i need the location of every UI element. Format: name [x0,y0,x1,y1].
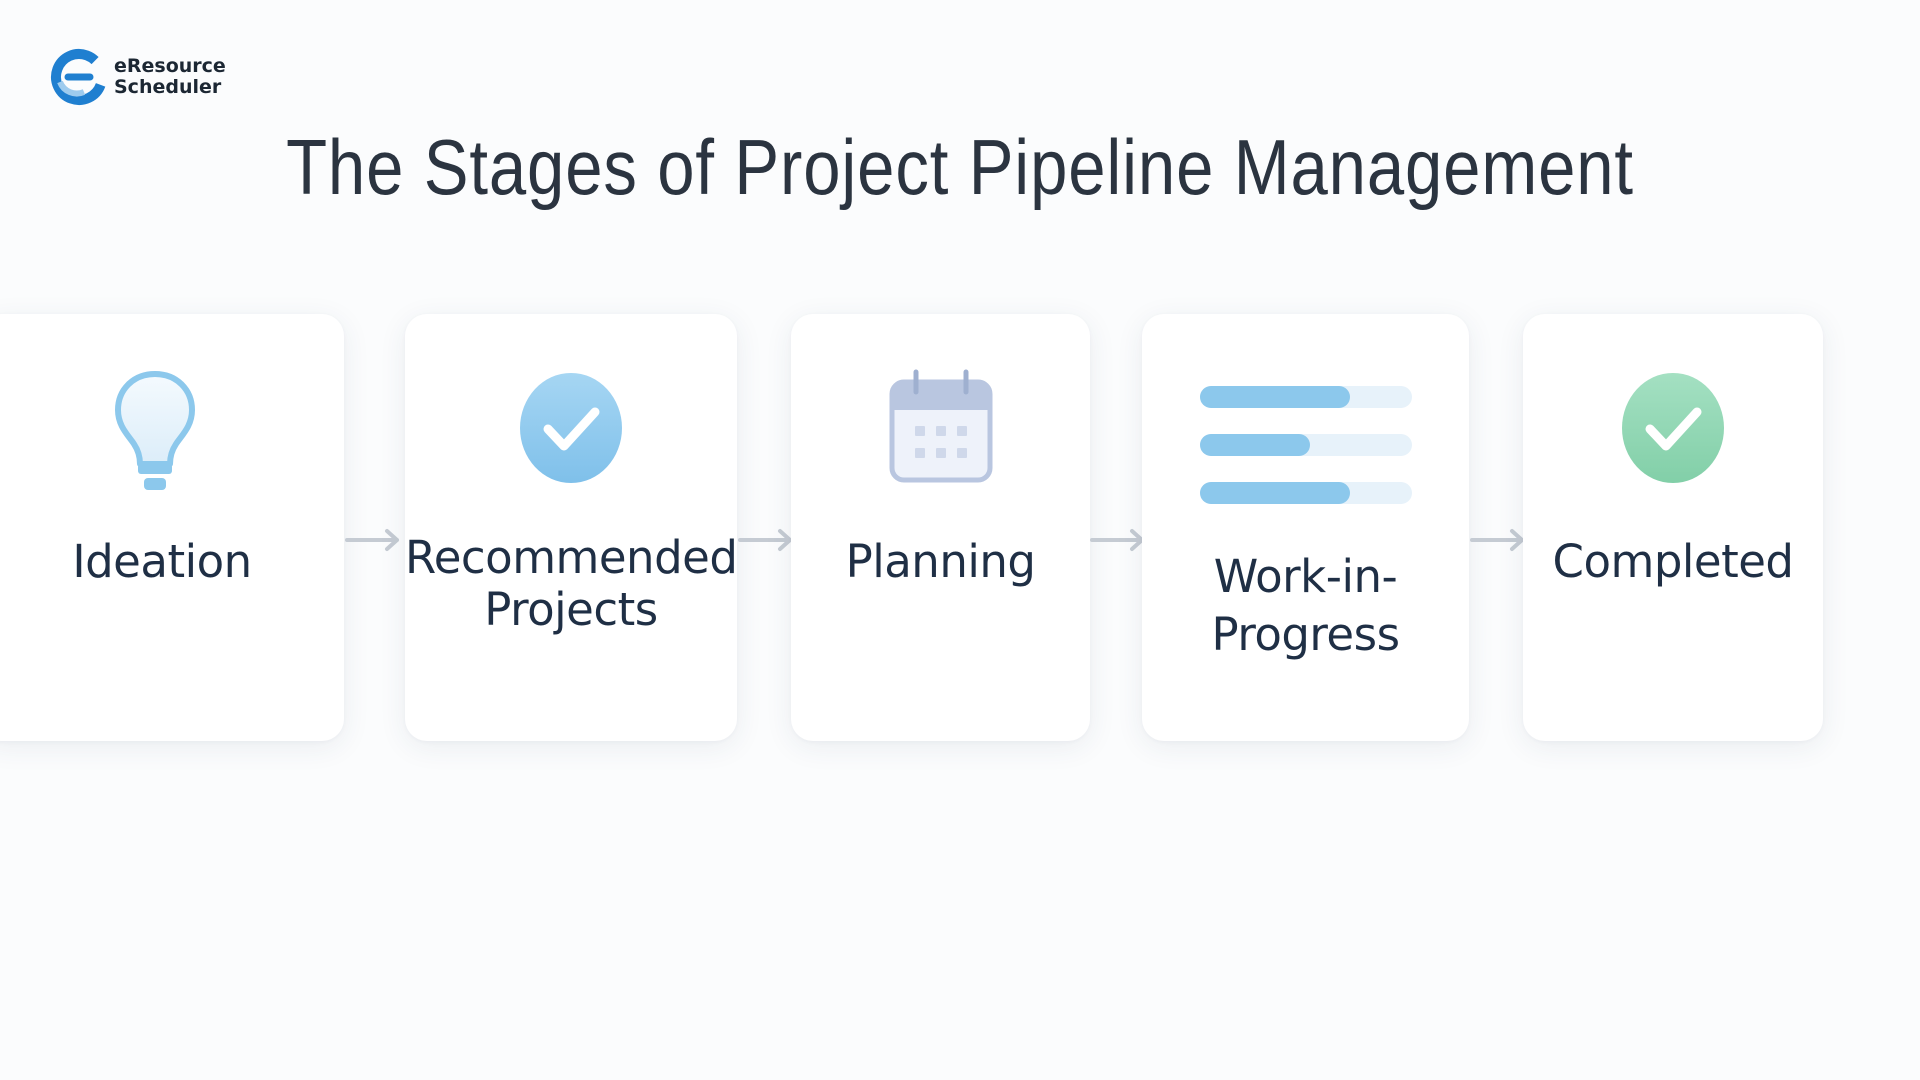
stage-label-recommended: Recommended [405,531,738,584]
eresource-logo-icon [51,49,107,105]
stage-label-completed: Completed [1552,535,1794,588]
arrow-right-icon [1470,529,1524,551]
brand-logo: eResource Scheduler [50,48,226,106]
stage-card-recommended-projects: Recommended Projects [405,314,738,741]
stage-label-ideation: Ideation [72,535,252,588]
progress-bar-fill [1199,482,1351,504]
progress-bar-fill [1199,434,1310,456]
brand-name-line2: Scheduler [114,76,222,98]
arrow-right-icon [1090,529,1144,551]
stage-label-work-in: Work-in- [1213,550,1398,603]
progress-bar [1199,482,1412,504]
arrow-right-icon [738,529,792,551]
check-circle-icon [1622,373,1724,483]
progress-bar [1199,434,1412,456]
lightbulb-icon [115,371,195,490]
page-title: The Stages of Project Pipeline Managemen… [286,123,1634,211]
brand-name-line1: eResource [114,55,226,77]
stage-label-progress: Progress [1211,608,1400,661]
stage-card-completed: Completed [1523,314,1823,741]
stage-label-projects: Projects [484,583,658,636]
progress-bar-fill [1199,386,1351,408]
check-circle-icon [520,373,622,483]
stage-card-work-in-progress: Work-in- Progress [1142,314,1469,741]
arrow-right-icon [345,529,399,551]
progress-bars-icon [1199,386,1412,504]
progress-bar [1199,386,1412,408]
stage-card-ideation: Ideation [0,314,344,741]
calendar-icon [889,369,992,483]
stage-card-planning: Planning [791,314,1090,741]
stage-label-planning: Planning [845,535,1036,588]
